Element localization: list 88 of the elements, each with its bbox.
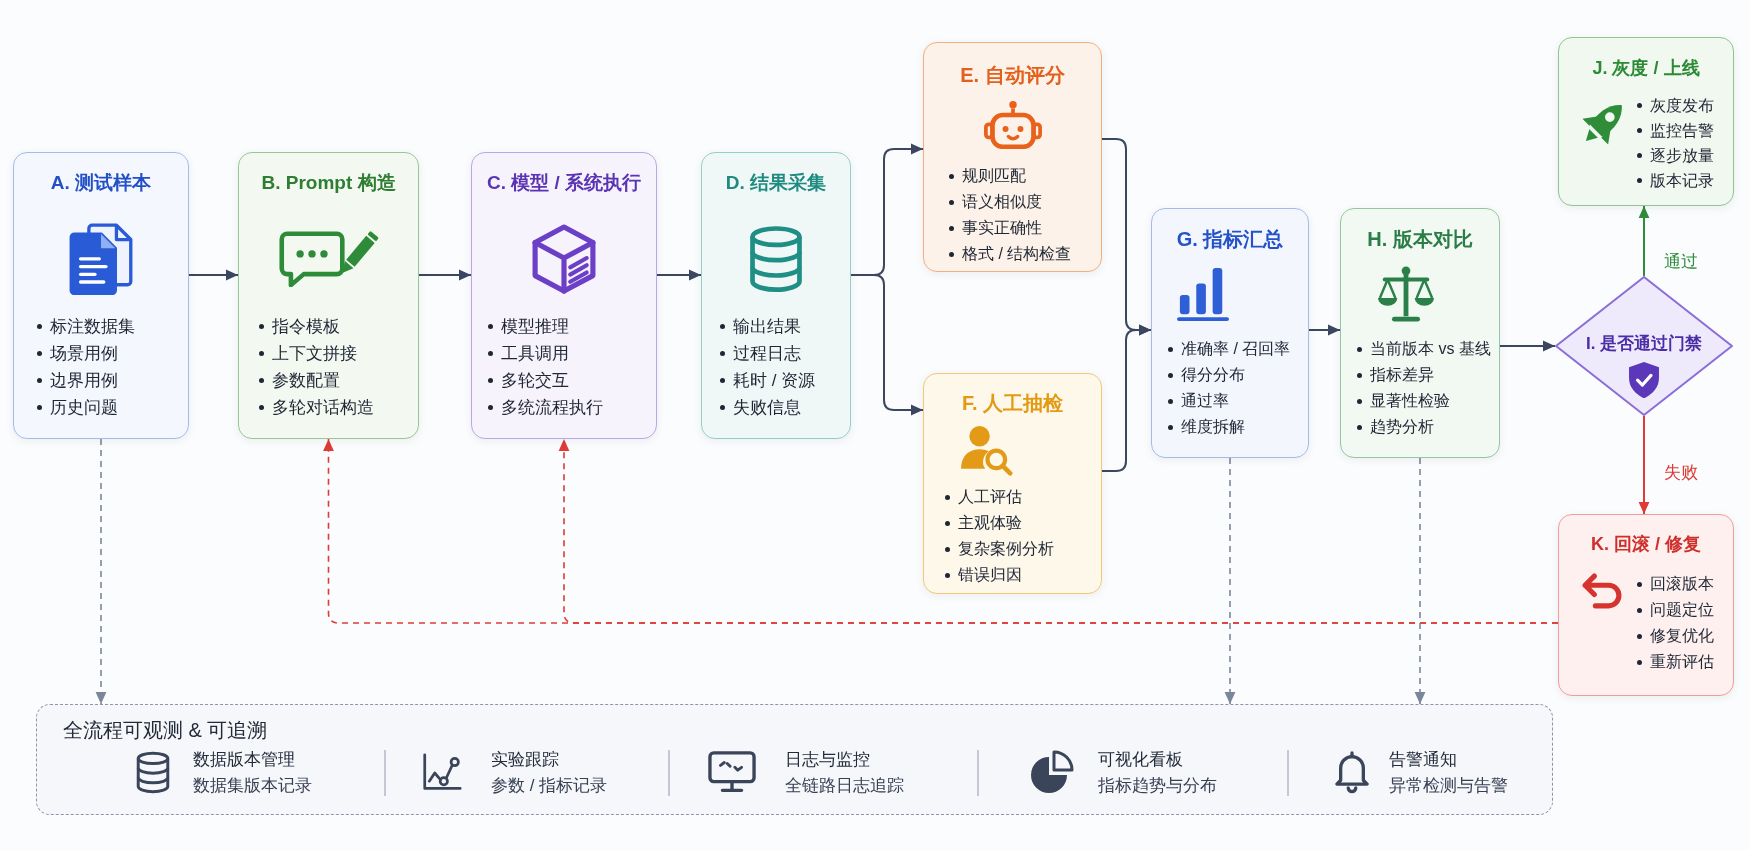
- list-item: 监控告警: [1637, 118, 1714, 143]
- list-item: 逐步放量: [1637, 143, 1714, 168]
- list-item: 上下文拼接: [259, 340, 357, 367]
- process-card: [701, 152, 851, 439]
- arrow: [850, 274, 924, 416]
- card-title: F. 人工抽检: [961, 391, 1064, 415]
- arrow: [1499, 340, 1556, 352]
- list-item: 通过率: [1168, 388, 1229, 414]
- list-item: 边界用例: [37, 367, 118, 394]
- list-item: 显著性检验: [1357, 388, 1450, 414]
- card-title: G. 指标汇总: [1176, 227, 1284, 251]
- list-item: 失败信息: [720, 394, 801, 421]
- list-item: 指标差异: [1357, 362, 1434, 388]
- list-item: 耗时 / 资源: [720, 367, 816, 394]
- list-item: 工具调用: [488, 340, 569, 367]
- list-item: 错误归因: [945, 562, 1022, 588]
- list-item: 语义相似度: [949, 189, 1042, 215]
- dashed-arrow: [1414, 457, 1426, 705]
- item-subtitle: 异常检测与告警: [1389, 775, 1508, 797]
- item-title: 数据版本管理: [193, 749, 295, 771]
- list-item: 格式 / 结构检查: [949, 241, 1072, 267]
- list-item: 灰度发布: [1637, 93, 1714, 118]
- list-item: 趋势分析: [1357, 414, 1434, 440]
- dashed-arrow: [1224, 457, 1236, 705]
- card-title: J. 灰度 / 上线: [1592, 57, 1700, 80]
- card-title: K. 回滚 / 修复: [1591, 533, 1701, 556]
- list-item: 指令模板: [259, 313, 340, 340]
- list-item: 回滚版本: [1637, 571, 1714, 597]
- process-card: [1340, 208, 1500, 458]
- list-item: 维度拆解: [1168, 414, 1245, 440]
- item-title: 告警通知: [1389, 749, 1457, 771]
- list-item: 输出结果: [720, 313, 801, 340]
- list-item: 多轮对话构造: [259, 394, 374, 421]
- card-title: C. 模型 / 系统执行: [486, 171, 642, 195]
- dashed-arrow: [558, 438, 1559, 624]
- list-item: 得分分布: [1168, 362, 1245, 388]
- arrow: [418, 269, 472, 281]
- list-item: 模型推理: [488, 313, 569, 340]
- item-subtitle: 参数 / 指标记录: [491, 775, 608, 797]
- list-item: 历史问题: [37, 394, 118, 421]
- list-item: 当前版本 vs 基线: [1357, 336, 1491, 362]
- list-item: 多统流程执行: [488, 394, 603, 421]
- process-card: [238, 152, 419, 439]
- observability-panel: [36, 704, 1553, 815]
- decision-diamond: [1555, 276, 1733, 416]
- list-item: 过程日志: [720, 340, 801, 367]
- process-card: [1151, 208, 1309, 458]
- list-item: 事实正确性: [949, 215, 1042, 241]
- list-item: 场景用例: [37, 340, 118, 367]
- list-item: 问题定位: [1637, 597, 1714, 623]
- dashed-arrow: [95, 438, 107, 705]
- arrow: [1101, 324, 1152, 472]
- card-title: A. 测试样本: [50, 171, 152, 195]
- card-title: D. 结果采集: [725, 171, 827, 195]
- item-subtitle: 指标趋势与分布: [1098, 775, 1217, 797]
- list-item: 规则匹配: [949, 163, 1026, 189]
- list-item: 主观体验: [945, 510, 1022, 536]
- process-card: [923, 373, 1102, 594]
- card-title: I. 是否通过门禁: [1585, 333, 1703, 355]
- list-item: 修复优化: [1637, 623, 1714, 649]
- arrow: [1638, 205, 1650, 277]
- item-subtitle: 全链路日志追踪: [785, 775, 904, 797]
- list-item: 标注数据集: [37, 313, 135, 340]
- item-title: 实验跟踪: [491, 749, 559, 771]
- list-item: 复杂案例分析: [945, 536, 1054, 562]
- process-card: [1558, 514, 1734, 696]
- arrow: [188, 269, 239, 281]
- list-item: 人工评估: [945, 484, 1022, 510]
- item-subtitle: 数据集版本记录: [193, 775, 312, 797]
- card-title: H. 版本对比: [1367, 227, 1473, 251]
- card-title: E. 自动评分: [960, 63, 1065, 87]
- arrow: [1638, 415, 1650, 515]
- arrow: [1308, 324, 1341, 336]
- process-card: [1558, 37, 1734, 206]
- arrow: [656, 269, 702, 281]
- process-card: [471, 152, 657, 439]
- card-title: B. Prompt 构造: [261, 171, 396, 195]
- process-card: [13, 152, 189, 439]
- item-title: 日志与监控: [785, 749, 870, 771]
- process-card: [923, 42, 1102, 272]
- list-item: 准确率 / 召回率: [1168, 336, 1291, 362]
- item-title: 可视化看板: [1098, 749, 1183, 771]
- list-item: 版本记录: [1637, 168, 1714, 193]
- edge-label: 失败: [1661, 462, 1701, 484]
- panel-heading: 全流程可观测 & 可追溯: [63, 718, 268, 743]
- list-item: 参数配置: [259, 367, 340, 394]
- list-item: 重新评估: [1637, 649, 1714, 675]
- list-item: 多轮交互: [488, 367, 569, 394]
